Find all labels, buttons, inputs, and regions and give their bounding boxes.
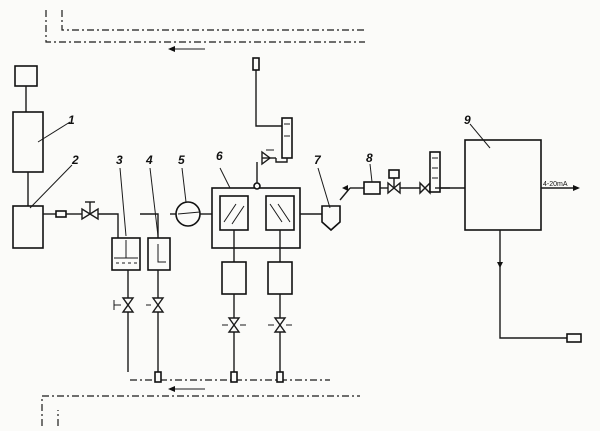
component-6-filter-unit [211, 149, 301, 262]
bottom-duct [41, 379, 360, 426]
callout-5: 5 [178, 153, 185, 167]
callout-8: 8 [366, 151, 373, 165]
callout-2: 2 [71, 153, 79, 167]
component-3-washer [111, 167, 141, 365]
component-8-flow-line [342, 151, 465, 195]
component-2-pump [12, 164, 119, 249]
component-7-separator [300, 167, 364, 232]
component-9-analyzer [464, 123, 582, 343]
component-4-trap [140, 167, 171, 383]
callout-4: 4 [145, 153, 153, 167]
callout-6: 6 [216, 149, 223, 163]
component-6-lower-right [267, 261, 293, 383]
component-1-analyzer [12, 65, 71, 206]
callout-3: 3 [116, 153, 123, 167]
component-6-lower-left [221, 261, 247, 383]
top-duct [45, 10, 365, 52]
callout-7: 7 [314, 153, 322, 167]
component-5-pump [170, 167, 212, 227]
callout-1: 1 [68, 113, 75, 127]
output-signal-label: 4-20mA [543, 181, 568, 188]
callout-9: 9 [464, 113, 471, 127]
top-rotameter-line [252, 57, 293, 163]
